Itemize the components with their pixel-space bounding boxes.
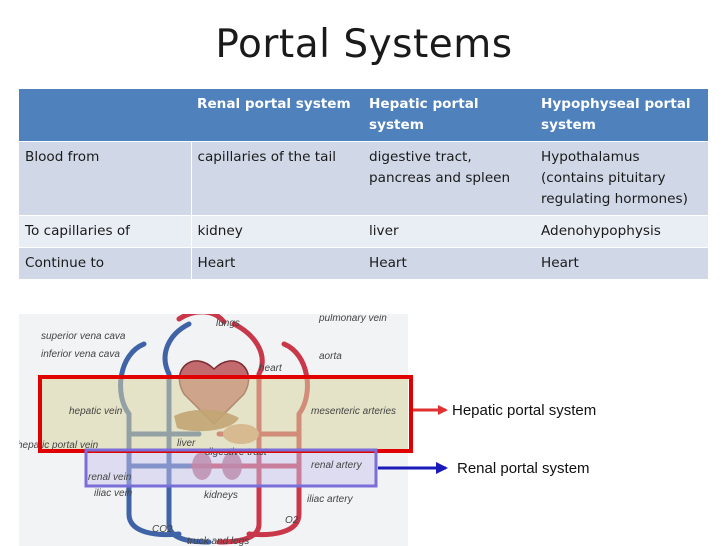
table-cell: Continue to — [19, 247, 192, 280]
iliac-artery-label: iliac artery — [307, 494, 354, 505]
table-cell: kidney — [191, 215, 363, 248]
superior-vena-cava-label: superior vena cava — [41, 331, 126, 342]
vena-cava-vessel — [162, 321, 212, 545]
table-cell: Blood from — [19, 141, 192, 216]
hepatic-portal-callout: Hepatic portal system — [452, 402, 597, 419]
liver-label: liver — [177, 438, 196, 449]
renal-portal-callout: Renal portal system — [457, 460, 590, 477]
co2-label: CO2 — [152, 524, 173, 535]
o2-label: O2 — [285, 515, 299, 526]
table-row: To capillaries of kidney liver Adenohypo… — [19, 215, 708, 248]
page-title: Portal Systems — [215, 22, 513, 67]
table-cell: Hypothalamus (contains pituitary regulat… — [535, 141, 708, 216]
hepatic-vein-label: hepatic vein — [69, 406, 123, 417]
table-cell: capillaries of the tail — [191, 141, 363, 216]
aorta-vessel — [216, 321, 265, 545]
aorta-label: aorta — [319, 351, 342, 362]
table-header-cell — [19, 89, 191, 142]
inferior-vena-cava-label: inferior vena cava — [41, 349, 120, 360]
table-cell: digestive tract, pancreas and spleen — [363, 141, 535, 216]
renal-artery-label: renal artery — [311, 460, 363, 471]
portal-systems-table: Renal portal system Hepatic portal syste… — [19, 89, 708, 280]
digestive-tract-label: digestive tract — [205, 447, 268, 458]
lung-arch-vessel — [176, 314, 227, 325]
table-header-cell: Hepatic portal system — [363, 89, 535, 142]
table-row: Blood from capillaries of the tail diges… — [19, 141, 708, 216]
table-header-cell: Hypophyseal portal system — [535, 89, 708, 142]
table-cell: Adenohypophysis — [535, 215, 708, 248]
lungs-label: lungs — [216, 318, 240, 329]
kidneys-label: kidneys — [204, 490, 238, 501]
trunk-and-legs-label: truck and legs — [187, 536, 249, 546]
mesenteric-arteries-label: mesenteric arteries — [311, 406, 396, 417]
pulmonary-vein-label: pulmonary vein — [318, 314, 387, 324]
table-header-row: Renal portal system Hepatic portal syste… — [19, 89, 708, 142]
circulatory-diagram: superior vena cava inferior vena cava lu… — [19, 314, 408, 546]
iliac-vein-label: iliac vein — [94, 488, 133, 499]
heart-label: heart — [259, 363, 283, 374]
table-row: Continue to Heart Heart Heart — [19, 247, 708, 280]
table-header-cell: Renal portal system — [191, 89, 363, 142]
table-cell: Heart — [191, 247, 363, 280]
table-cell: To capillaries of — [19, 215, 192, 248]
hepatic-portal-vein-label: hepatic portal vein — [19, 440, 99, 451]
renal-vein-label: renal vein — [88, 472, 132, 483]
table-cell: Heart — [535, 247, 708, 280]
table-cell: Heart — [363, 247, 535, 280]
table-cell: liver — [363, 215, 535, 248]
